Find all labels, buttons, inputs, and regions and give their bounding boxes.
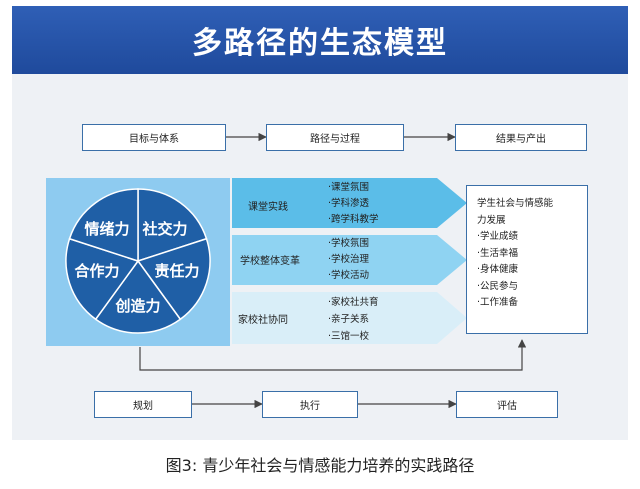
wheel-sector-5 xyxy=(68,188,139,263)
outcome-item-2: ·生活幸福 xyxy=(477,247,519,259)
wheel-label-3: 责任力 xyxy=(154,262,199,280)
svg-text:家校社协同: 家校社协同 xyxy=(238,313,288,326)
outcome-item-3: ·身体健康 xyxy=(477,264,519,275)
flow-box-evaluate: 评估 xyxy=(456,391,558,418)
outcome-heading-2: 力发展 xyxy=(477,214,506,226)
path-3-item-1: ·家校社共育 xyxy=(328,296,379,308)
flow-box-goals-label: 目标与体系 xyxy=(129,134,179,145)
wheel-sector-1 xyxy=(137,188,208,263)
outcome-item-1: ·学业成绩 xyxy=(477,231,519,242)
path-chevron-1 xyxy=(232,178,467,228)
outcome-item-5: ·工作准备 xyxy=(477,297,519,308)
path-2-item-1: ·学校氛围 xyxy=(328,237,369,249)
wheel-label-2: 社交力 xyxy=(141,220,187,238)
outcome-heading-1: 学生社会与情感能 xyxy=(477,198,554,209)
path-chevron-3 xyxy=(232,292,467,344)
competency-wheel: 情绪力社交力责任力创造力 合作力 xyxy=(65,188,211,334)
path-3-item-2: ·亲子关系 xyxy=(328,313,369,325)
wheel-label-5: 合作力 xyxy=(73,262,119,280)
flow-box-execute-label: 执行 xyxy=(300,401,320,412)
page-title: 多路径的生态模型 xyxy=(192,26,448,61)
outcome-item-4: ·公民参与 xyxy=(477,280,519,292)
path-label-1: 课堂实践 xyxy=(248,200,288,213)
path-2-item-2: ·学校治理 xyxy=(328,253,370,265)
flow-box-execute: 执行 xyxy=(262,391,358,418)
wheel-sector-2 xyxy=(136,237,211,321)
flow-box-paths: 路径与过程 xyxy=(266,124,404,151)
wheel-label-1: 情绪力 xyxy=(84,220,129,238)
outcome-box: 学生社会与情感能 力发展 ·学业成绩 ·生活幸福 ·身体健康 ·公民参与 ·工作… xyxy=(466,185,588,334)
wheel-sector-4 xyxy=(65,237,140,321)
path-label-2: 学校整体变革 xyxy=(240,254,300,267)
path-1-item-1: ·课堂氛围 xyxy=(328,181,369,193)
flow-box-results: 结果与产出 xyxy=(455,124,587,151)
flow-box-plan-label: 规划 xyxy=(133,401,153,412)
path-1-item-2: ·学科渗透 xyxy=(328,197,370,209)
path-1-item-3: ·跨学科教学 xyxy=(328,213,379,225)
wheel-sector-3 xyxy=(94,259,182,334)
feedback-arrow xyxy=(139,339,527,371)
path-label-3: 家校社协同 xyxy=(238,313,288,326)
title-banner: 多路径的生态模型 xyxy=(12,6,628,74)
flow-box-paths-label: 路径与过程 xyxy=(310,134,360,145)
svg-text:学校整体变革: 学校整体变革 xyxy=(240,254,300,267)
flow-box-goals: 目标与体系 xyxy=(82,124,226,151)
wheel-label-4: 创造力 xyxy=(114,297,160,315)
flow-box-evaluate-label: 评估 xyxy=(497,401,517,412)
svg-text:课堂实践: 课堂实践 xyxy=(248,200,288,213)
figure-caption: 图3: 青少年社会与情感能力培养的实践路径 xyxy=(165,456,475,475)
path-2-item-3: ·学校活动 xyxy=(328,269,369,281)
path-chevron-2 xyxy=(232,235,467,285)
path-3-item-3: ·三馆一校 xyxy=(328,330,370,342)
flow-box-results-label: 结果与产出 xyxy=(496,134,546,145)
flow-box-plan: 规划 xyxy=(94,391,192,418)
